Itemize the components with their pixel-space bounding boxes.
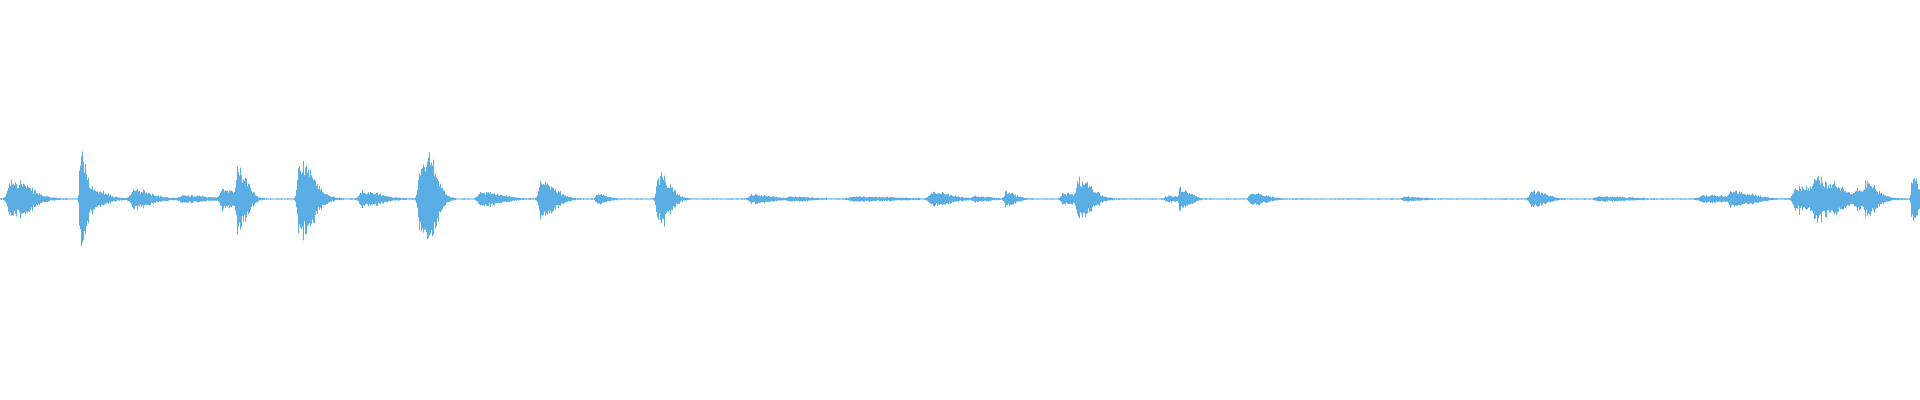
waveform-bars [0, 151, 1920, 247]
waveform-signal [0, 151, 1920, 247]
